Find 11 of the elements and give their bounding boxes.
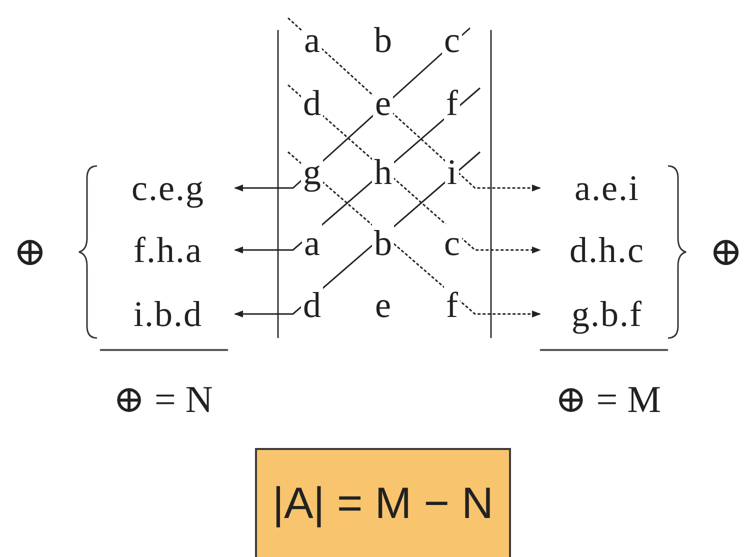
circled-plus-symbol: ⊕: [13, 232, 47, 272]
circled-plus-symbol: ⊕: [709, 232, 743, 272]
result-box: |A| = M − N: [255, 448, 511, 557]
product-term: d.h.c: [542, 225, 672, 275]
product-term: c.e.g: [103, 163, 233, 213]
product-term: f.h.a: [103, 225, 233, 275]
sum-label: ⊕ = M: [554, 381, 662, 419]
product-term: a.e.i: [542, 163, 672, 213]
product-term: i.b.d: [103, 289, 233, 339]
sum-label: ⊕ = N: [113, 381, 213, 419]
product-term: g.b.f: [542, 289, 672, 339]
